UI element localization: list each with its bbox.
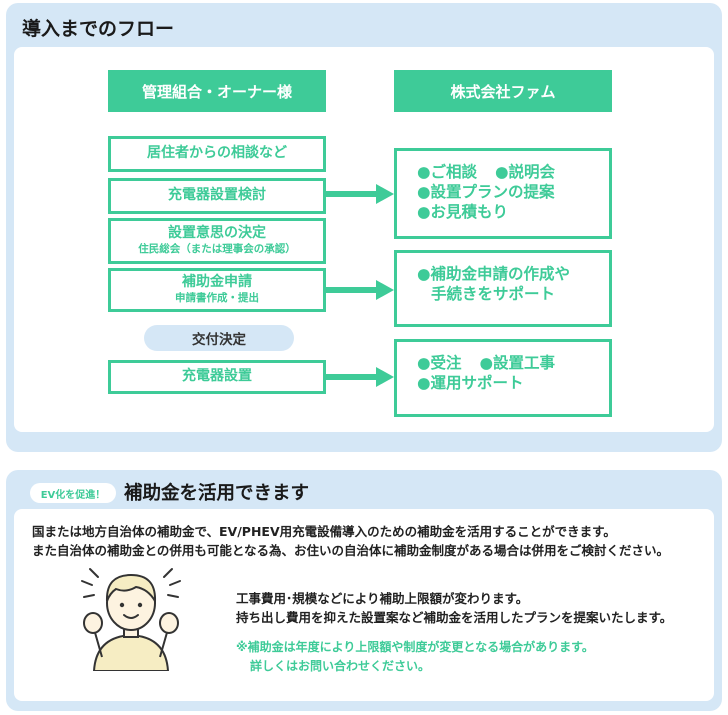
flow-step-sublabel: 申請書作成・提出 xyxy=(175,291,259,304)
subsidy-caution: ※補助金は年度により上限額や制度が変更となる場合があります。 詳しくはお問い合わ… xyxy=(236,638,594,675)
note-line: 工事費用･規模などにより補助上限額が変わります。 xyxy=(236,591,529,606)
service-box-subsidy-support: ●補助金申請の作成や 手続きをサポート xyxy=(394,250,612,327)
service-box-installation: ●受注 ●設置工事 ●運用サポート xyxy=(394,339,612,417)
service-item: ●受注 xyxy=(417,354,462,372)
service-item: ●補助金申請の作成や xyxy=(417,265,571,283)
caution-line: 詳しくはお問い合わせください。 xyxy=(250,658,431,673)
service-item: ●運用サポート xyxy=(417,373,524,392)
service-item: ●設置工事 xyxy=(479,354,556,372)
flow-step-label: 設置意思の決定 xyxy=(168,225,266,242)
description-line: 国または地方自治体の補助金で、EV/PHEV用充電設備導入のための補助金を活用す… xyxy=(32,524,616,539)
service-box-consultation: ●ご相談 ●説明会 ●設置プランの提案 ●お見積もり xyxy=(394,148,612,239)
caution-line: ※補助金は年度により上限額や制度が変更となる場合があります。 xyxy=(236,640,594,654)
note-line: 持ち出し費用を抑えた設置案など補助金を活用したプランを提案いたします。 xyxy=(236,610,673,626)
flow-section-title: 導入までのフロー xyxy=(22,18,175,40)
flow-step-consultation: 居住者からの相談など xyxy=(108,136,326,172)
right-arrow-icon xyxy=(326,184,394,204)
flow-step-label: 充電器設置検討 xyxy=(168,187,266,204)
service-item: ●お見積もり xyxy=(417,202,509,221)
service-item: ●設置プランの提案 xyxy=(417,182,555,201)
service-item: 手続きをサポート xyxy=(431,284,556,303)
left-column-header: 管理組合・オーナー様 xyxy=(108,70,326,112)
subsidy-description: 国または地方自治体の補助金で、EV/PHEV用充電設備導入のための補助金を活用す… xyxy=(32,522,669,561)
right-column-header: 株式会社ファム xyxy=(394,70,612,112)
flow-step-subsidy-application: 補助金申請 申請書作成・提出 xyxy=(108,268,326,312)
service-item: ●説明会 xyxy=(495,163,556,181)
ev-promotion-badge: EV化を促進！ xyxy=(30,483,116,503)
right-arrow-icon xyxy=(326,280,394,300)
grant-decision-pill: 交付決定 xyxy=(144,325,294,351)
flow-step-label: 居住者からの相談など xyxy=(147,145,287,162)
flow-step-installation: 充電器設置 xyxy=(108,360,326,394)
flow-step-label: 補助金申請 xyxy=(182,274,252,291)
flow-step-review: 充電器設置検討 xyxy=(108,178,326,214)
flow-step-label: 充電器設置 xyxy=(182,368,252,385)
subsidy-section-title: 補助金を活用できます xyxy=(124,483,310,504)
flow-step-sublabel: 住民総会（または理事会の承認） xyxy=(138,242,296,255)
description-line: また自治体の補助金との併用も可能となる為、お住いの自治体に補助金制度がある場合は… xyxy=(32,543,670,559)
right-arrow-icon xyxy=(326,367,394,387)
service-item: ●ご相談 xyxy=(417,163,478,181)
subsidy-note: 工事費用･規模などにより補助上限額が変わります。 持ち出し費用を抑えた設置案など… xyxy=(236,589,672,628)
flow-step-decision: 設置意思の決定 住民総会（または理事会の承認） xyxy=(108,218,326,264)
cheering-person-icon xyxy=(81,568,181,671)
